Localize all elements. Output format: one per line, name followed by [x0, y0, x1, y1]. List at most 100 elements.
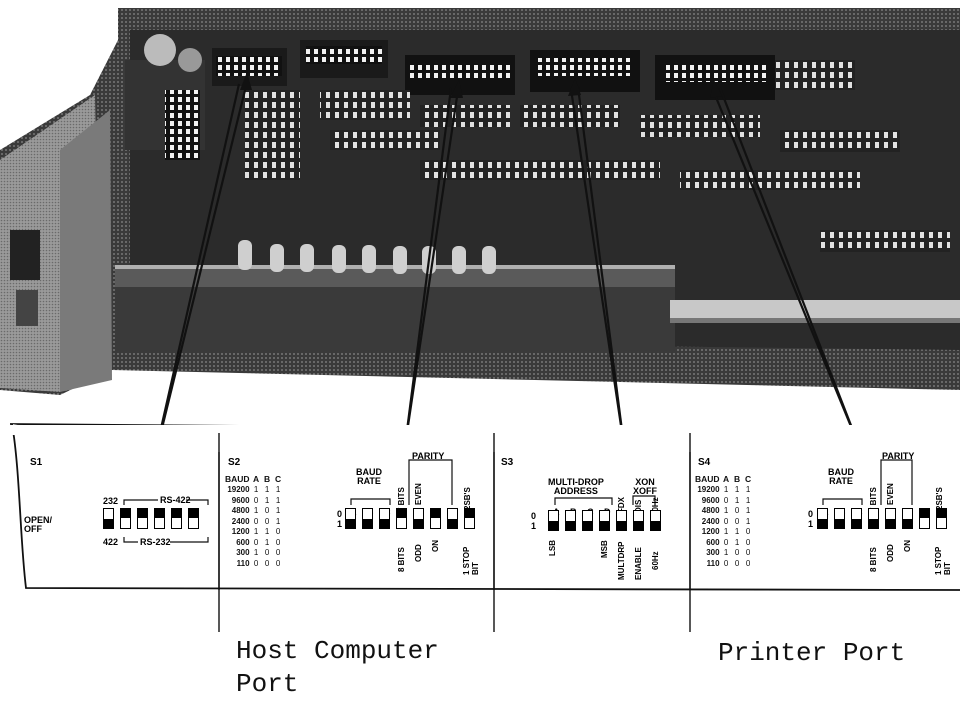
s2-dip-switch-8[interactable]: [464, 508, 475, 529]
s3-dip-switch-3[interactable]: [582, 510, 593, 531]
s2-dip-switch-lever: [380, 519, 389, 528]
s2-baud-cell-a: 0: [253, 537, 259, 547]
s4-dip-switch-2[interactable]: [834, 508, 845, 529]
s4-baud-cell-baud: 19200: [697, 485, 720, 494]
s1-dip-switch-2[interactable]: [120, 508, 131, 529]
s3-msb-label: MSB: [600, 540, 609, 558]
s3-dip-switch-6[interactable]: [633, 510, 644, 531]
s1-dip-switch-6[interactable]: [188, 508, 199, 529]
s3-dip-switch-lever: [600, 521, 609, 530]
s3-dip-switch-7[interactable]: [650, 510, 661, 531]
s2-zero-label: 0: [337, 509, 343, 519]
s2-dip-switch-2[interactable]: [362, 508, 373, 529]
s4-baud-cell-a: 1: [723, 485, 729, 494]
s1-title: S1: [30, 457, 43, 468]
s2-dip-switch-5[interactable]: [413, 508, 424, 529]
s4-baud-cell-b: 0: [734, 506, 740, 515]
s1-dip-switch-5[interactable]: [171, 508, 182, 529]
s3-dip-switch-5[interactable]: [616, 510, 627, 531]
s4-baud-cell-baud: 9600: [701, 495, 720, 505]
s3-dip-switch-lever: [634, 521, 643, 530]
s2-dip-switch-4[interactable]: [396, 508, 407, 529]
s4-dip-switch-lever: [937, 509, 946, 518]
s4-dip-switch-lever: [869, 519, 878, 528]
printer-port-caption: Printer Port: [718, 638, 906, 668]
s4-dip-switch-3[interactable]: [851, 508, 862, 529]
s3-dip-switch-lever: [549, 521, 558, 530]
s4-dip-switch-8[interactable]: [936, 508, 947, 529]
s2-dip-switch-3[interactable]: [379, 508, 390, 529]
s2-1stopbit-label: 1 STOP BIT: [462, 546, 480, 575]
s4-baud-cell-c: 0: [745, 527, 751, 536]
s2-parity-label: PARITY: [412, 451, 445, 461]
s2-one-label: 1: [337, 519, 343, 529]
s4-baud-cell-a: 0: [723, 516, 729, 526]
s2-baud-cell-a: 0: [253, 516, 259, 526]
s1-dip-switch-4[interactable]: [154, 508, 165, 529]
s1-dip-switch-lever: [189, 509, 198, 518]
s2-baud-cell-c: 1: [275, 485, 281, 494]
s2-baud-cell-c: 0: [275, 548, 281, 557]
s4-baud-cell-b: 1: [734, 495, 740, 505]
s2-baud-rate-label: BAUD RATE: [356, 467, 382, 486]
s4-even-label: EVEN: [886, 483, 895, 505]
s4-baud-cell-c: 1: [745, 485, 751, 494]
s3-dip-switch-1[interactable]: [548, 510, 559, 531]
s4-baud-cell-b: 1: [734, 527, 740, 536]
s4-odd-label: ODD: [886, 544, 895, 562]
s4-baud-cell-baud: 600: [706, 537, 720, 547]
s4-baud-cell-baud: 2400: [701, 516, 720, 526]
s4-baud-cell-a: 1: [723, 527, 729, 536]
s4-baud-cell-a: 0: [723, 495, 729, 505]
s1-dip-switch-1[interactable]: [103, 508, 114, 529]
s4-baud-cell-a: 1: [723, 548, 729, 557]
s1-label-open-off: OPEN/ OFF: [24, 515, 53, 534]
s2-baud-header: BAUD: [225, 474, 250, 484]
s4-2sbs-label: 2SB'S: [935, 487, 944, 510]
s2-dip-switch-6[interactable]: [430, 508, 441, 529]
s4-1stopbit-label: 1 STOP BIT: [934, 546, 952, 575]
s1-dip-switch-3[interactable]: [137, 508, 148, 529]
s4-baud-cell-a: 0: [723, 537, 729, 547]
s4-baud-cell-c: 1: [745, 506, 751, 515]
s2-dip-switch-7[interactable]: [447, 508, 458, 529]
s3-zero-label: 0: [531, 511, 537, 521]
s4-baud-cell-a: 1: [723, 506, 729, 515]
s4-dip-switch-lever: [886, 519, 895, 528]
s4-dip-switch-4[interactable]: [868, 508, 879, 529]
s3-dip-switch-2[interactable]: [565, 510, 576, 531]
s1-label-rs232: RS-232: [140, 537, 171, 547]
s2-dip-switch-1[interactable]: [345, 508, 356, 529]
s4-dip-switch-1[interactable]: [817, 508, 828, 529]
s4-baud-cell-b: 0: [734, 548, 740, 557]
s2-baud-cell-c: 1: [275, 516, 281, 526]
s4-dip-switch-5[interactable]: [885, 508, 896, 529]
s3-dip-switch-4[interactable]: [599, 510, 610, 531]
s4-baud-cell-baud: 300: [706, 548, 720, 557]
s4-dip-switch-6[interactable]: [902, 508, 913, 529]
s4-baud-cell-c: 1: [745, 516, 751, 526]
s2-baud-cell-baud: 4800: [231, 506, 250, 515]
s2-baud-cell-baud: 19200: [227, 485, 250, 494]
s3-enable-label: ENABLE: [634, 547, 643, 580]
s2-baud-cell-b: 0: [264, 506, 270, 515]
s2-baud-cell-a: 1: [253, 527, 259, 536]
s4-dip-switch-7[interactable]: [919, 508, 930, 529]
s4-zero-label: 0: [808, 509, 814, 519]
s4-baud-cell-c: 0: [745, 558, 751, 568]
s4-dip-switch-lever: [920, 509, 929, 518]
s2-baud-cell-a: 0: [253, 558, 259, 568]
s4-baud-cell-baud: 110: [706, 558, 720, 568]
s4-baud-cell-baud: 4800: [701, 506, 720, 515]
